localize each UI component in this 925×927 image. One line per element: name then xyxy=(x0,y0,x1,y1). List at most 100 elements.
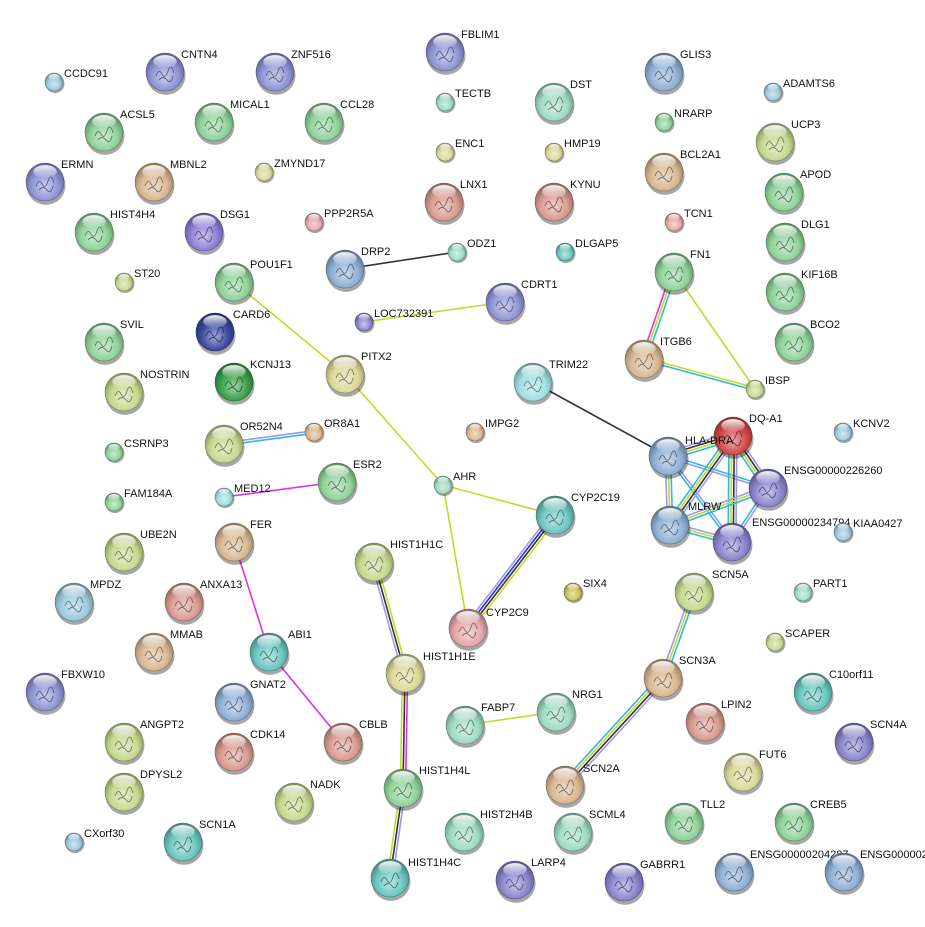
node-fut6[interactable]: FUT6 xyxy=(723,749,787,795)
node-loc732391[interactable]: LOC732391 xyxy=(354,308,433,334)
edge-TRIM22-HLA-DRA[interactable] xyxy=(532,381,669,457)
node-fer[interactable]: FER xyxy=(214,519,272,565)
node-dq-a1[interactable]: DQ-A1 xyxy=(713,413,783,459)
node-esr2[interactable]: ESR2 xyxy=(317,459,382,505)
node-larp4[interactable]: LARP4 xyxy=(495,857,566,903)
node-hist4h4[interactable]: HIST4H4 xyxy=(74,209,155,255)
node-anxa13[interactable]: ANXA13 xyxy=(164,579,242,625)
node-ensg00000226260[interactable]: ENSG00000226260 xyxy=(748,465,882,511)
node-kynu[interactable]: KYNU xyxy=(534,179,601,225)
node-ensg00000204287[interactable]: ENSG00000204287 xyxy=(714,849,848,895)
node-fbxw10[interactable]: FBXW10 xyxy=(25,669,105,715)
node-cyp2c9[interactable]: CYP2C9 xyxy=(448,607,529,651)
node-fabp7[interactable]: FABP7 xyxy=(445,702,515,748)
node-ccl28[interactable]: CCL28 xyxy=(304,99,374,145)
edge-SCN3A-SCN2A[interactable] xyxy=(561,674,667,789)
node-scn5a[interactable]: SCN5A xyxy=(674,569,749,615)
node-adamts6[interactable]: ADAMTS6 xyxy=(763,78,835,104)
node-part1[interactable]: PART1 xyxy=(793,578,847,604)
node-scn1a[interactable]: SCN1A xyxy=(163,819,236,865)
node-glis3[interactable]: GLIS3 xyxy=(644,49,711,95)
node-dst[interactable]: DST xyxy=(534,79,592,125)
node-itgb6[interactable]: ITGB6 xyxy=(624,336,692,382)
node-bcl2a1[interactable]: BCL2A1 xyxy=(644,149,721,195)
node-ensg0000022[interactable]: ENSG0000022 xyxy=(824,849,925,895)
node-ube2n[interactable]: UBE2N xyxy=(104,529,177,575)
node-svil[interactable]: SVIL xyxy=(84,319,144,365)
node-mpdz[interactable]: MPDZ xyxy=(54,579,121,625)
node-dsg1[interactable]: DSG1 xyxy=(184,209,250,255)
edge-PITX2-AHR[interactable] xyxy=(344,373,444,486)
node-kcnv2[interactable]: KCNV2 xyxy=(833,418,890,444)
node-pou1f1[interactable]: POU1F1 xyxy=(214,259,293,305)
node-or8a1[interactable]: OR8A1 xyxy=(304,418,360,444)
node-cntn4[interactable]: CNTN4 xyxy=(145,49,218,95)
node-pitx2[interactable]: PITX2 xyxy=(325,351,392,397)
node-mmab[interactable]: MMAB xyxy=(134,629,203,675)
node-acsl5[interactable]: ACSL5 xyxy=(84,109,155,155)
node-kif16b[interactable]: KIF16B xyxy=(765,269,838,315)
node-csrnp3[interactable]: CSRNP3 xyxy=(104,438,169,464)
edge-LOC732391-CDRT1[interactable] xyxy=(363,301,506,323)
node-lnx1[interactable]: LNX1 xyxy=(424,179,488,225)
node-scn2a[interactable]: SCN2A xyxy=(545,763,620,808)
node-c10orf11[interactable]: C10orf11 xyxy=(793,669,873,715)
node-impg2[interactable]: IMPG2 xyxy=(465,418,519,444)
node-six4[interactable]: SIX4 xyxy=(563,578,607,604)
node-gnat2[interactable]: GNAT2 xyxy=(214,679,286,725)
node-hist1h1c[interactable]: HIST1H1C xyxy=(354,539,443,585)
node-nrg1[interactable]: NRG1 xyxy=(536,689,603,735)
node-hist2h4b[interactable]: HIST2H4B xyxy=(444,809,533,855)
node-tll2[interactable]: TLL2 xyxy=(664,799,725,845)
node-hmp19[interactable]: HMP19 xyxy=(544,138,601,164)
node-tcn1[interactable]: TCN1 xyxy=(664,208,713,234)
node-zmynd17[interactable]: ZMYND17 xyxy=(254,158,325,184)
node-abi1[interactable]: ABI1 xyxy=(249,629,312,675)
node-bco2[interactable]: BCO2 xyxy=(774,319,840,365)
node-odz1[interactable]: ODZ1 xyxy=(447,238,496,264)
node-ibsp[interactable]: IBSP xyxy=(745,375,790,401)
node-mlrw[interactable]: MLRW xyxy=(650,501,722,548)
node-creb5[interactable]: CREB5 xyxy=(774,799,847,845)
node-kcnj13[interactable]: KCNJ13 xyxy=(214,359,291,405)
node-gabrr1[interactable]: GABRR1 xyxy=(604,859,685,905)
node-hist1h1e[interactable]: HIST1H1E xyxy=(385,651,476,696)
edge-AHR-CYP2C9[interactable] xyxy=(442,484,469,629)
node-znf516[interactable]: ZNF516 xyxy=(255,49,331,95)
node-nostrin[interactable]: NOSTRIN xyxy=(104,369,190,415)
node-hist1h4l[interactable]: HIST1H4L xyxy=(383,765,470,811)
edge-FN1-IBSP[interactable] xyxy=(673,271,756,390)
node-scaper[interactable]: SCAPER xyxy=(765,628,830,654)
edge-AHR-CYP2C19[interactable] xyxy=(442,484,556,516)
node-fblim1[interactable]: FBLIM1 xyxy=(425,29,500,75)
node-enc1[interactable]: ENC1 xyxy=(435,138,484,164)
node-scml4[interactable]: SCML4 xyxy=(553,809,626,855)
node-cblb[interactable]: CBLB xyxy=(323,719,388,765)
node-dlgap5[interactable]: DLGAP5 xyxy=(555,238,618,264)
node-nadk[interactable]: NADK xyxy=(274,779,341,825)
node-hist1h4c[interactable]: HIST1H4C xyxy=(370,857,461,901)
node-mical1[interactable]: MICAL1 xyxy=(194,99,270,145)
node-mbnl2[interactable]: MBNL2 xyxy=(134,159,207,205)
node-lpin2[interactable]: LPIN2 xyxy=(685,699,752,745)
node-nrarp[interactable]: NRARP xyxy=(654,108,713,134)
node-or52n4[interactable]: OR52N4 xyxy=(204,421,283,467)
node-dpysl2[interactable]: DPYSL2 xyxy=(104,769,182,815)
edge-POU1F1-PITX2[interactable] xyxy=(233,281,346,375)
edge-ABI1-CBLB[interactable] xyxy=(268,651,344,743)
node-ensg00000234794[interactable]: ENSG00000234794 xyxy=(712,517,850,565)
node-scn4a[interactable]: SCN4A xyxy=(834,719,907,765)
node-trim22[interactable]: TRIM22 xyxy=(513,359,588,405)
node-ccdc91[interactable]: CCDC91 xyxy=(44,68,108,94)
node-ahr[interactable]: AHR xyxy=(433,471,476,497)
node-ermn[interactable]: ERMN xyxy=(25,159,93,205)
node-ucp3[interactable]: UCP3 xyxy=(755,119,820,165)
edge-CYP2C19-CYP2C9[interactable] xyxy=(464,512,559,631)
node-drp2[interactable]: DRP2 xyxy=(325,246,390,292)
node-med12[interactable]: MED12 xyxy=(214,483,271,509)
node-ppp2r5a[interactable]: PPP2R5A xyxy=(304,208,374,234)
node-apod[interactable]: APOD xyxy=(764,169,831,215)
node-fam184a[interactable]: FAM184A xyxy=(104,488,173,514)
node-cyp2c19[interactable]: CYP2C19 xyxy=(535,492,620,538)
node-cxorf30[interactable]: CXorf30 xyxy=(64,828,124,854)
